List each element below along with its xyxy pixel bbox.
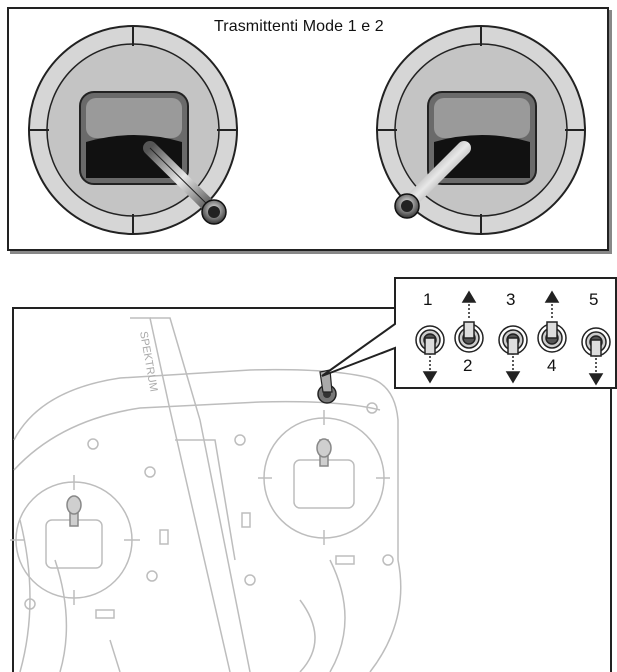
left-gimbal xyxy=(28,25,238,235)
switch-label-1: 1 xyxy=(423,290,433,309)
switch-icon-4 xyxy=(537,290,567,353)
switch-label-2: 2 xyxy=(463,356,473,375)
switch-icon-1 xyxy=(415,325,445,384)
switch-icon-3 xyxy=(498,325,528,384)
switch-icon-2 xyxy=(454,290,484,353)
switch-label-4: 4 xyxy=(547,356,557,375)
switch-icon-5 xyxy=(581,327,611,386)
highlighted-switch xyxy=(317,369,337,404)
right-gimbal xyxy=(376,25,586,235)
switch-label-5: 5 xyxy=(589,290,599,309)
gimbals-drawing xyxy=(28,25,586,235)
switch-label-3: 3 xyxy=(506,290,516,309)
panel-title: Trasmittenti Mode 1 e 2 xyxy=(214,18,384,35)
